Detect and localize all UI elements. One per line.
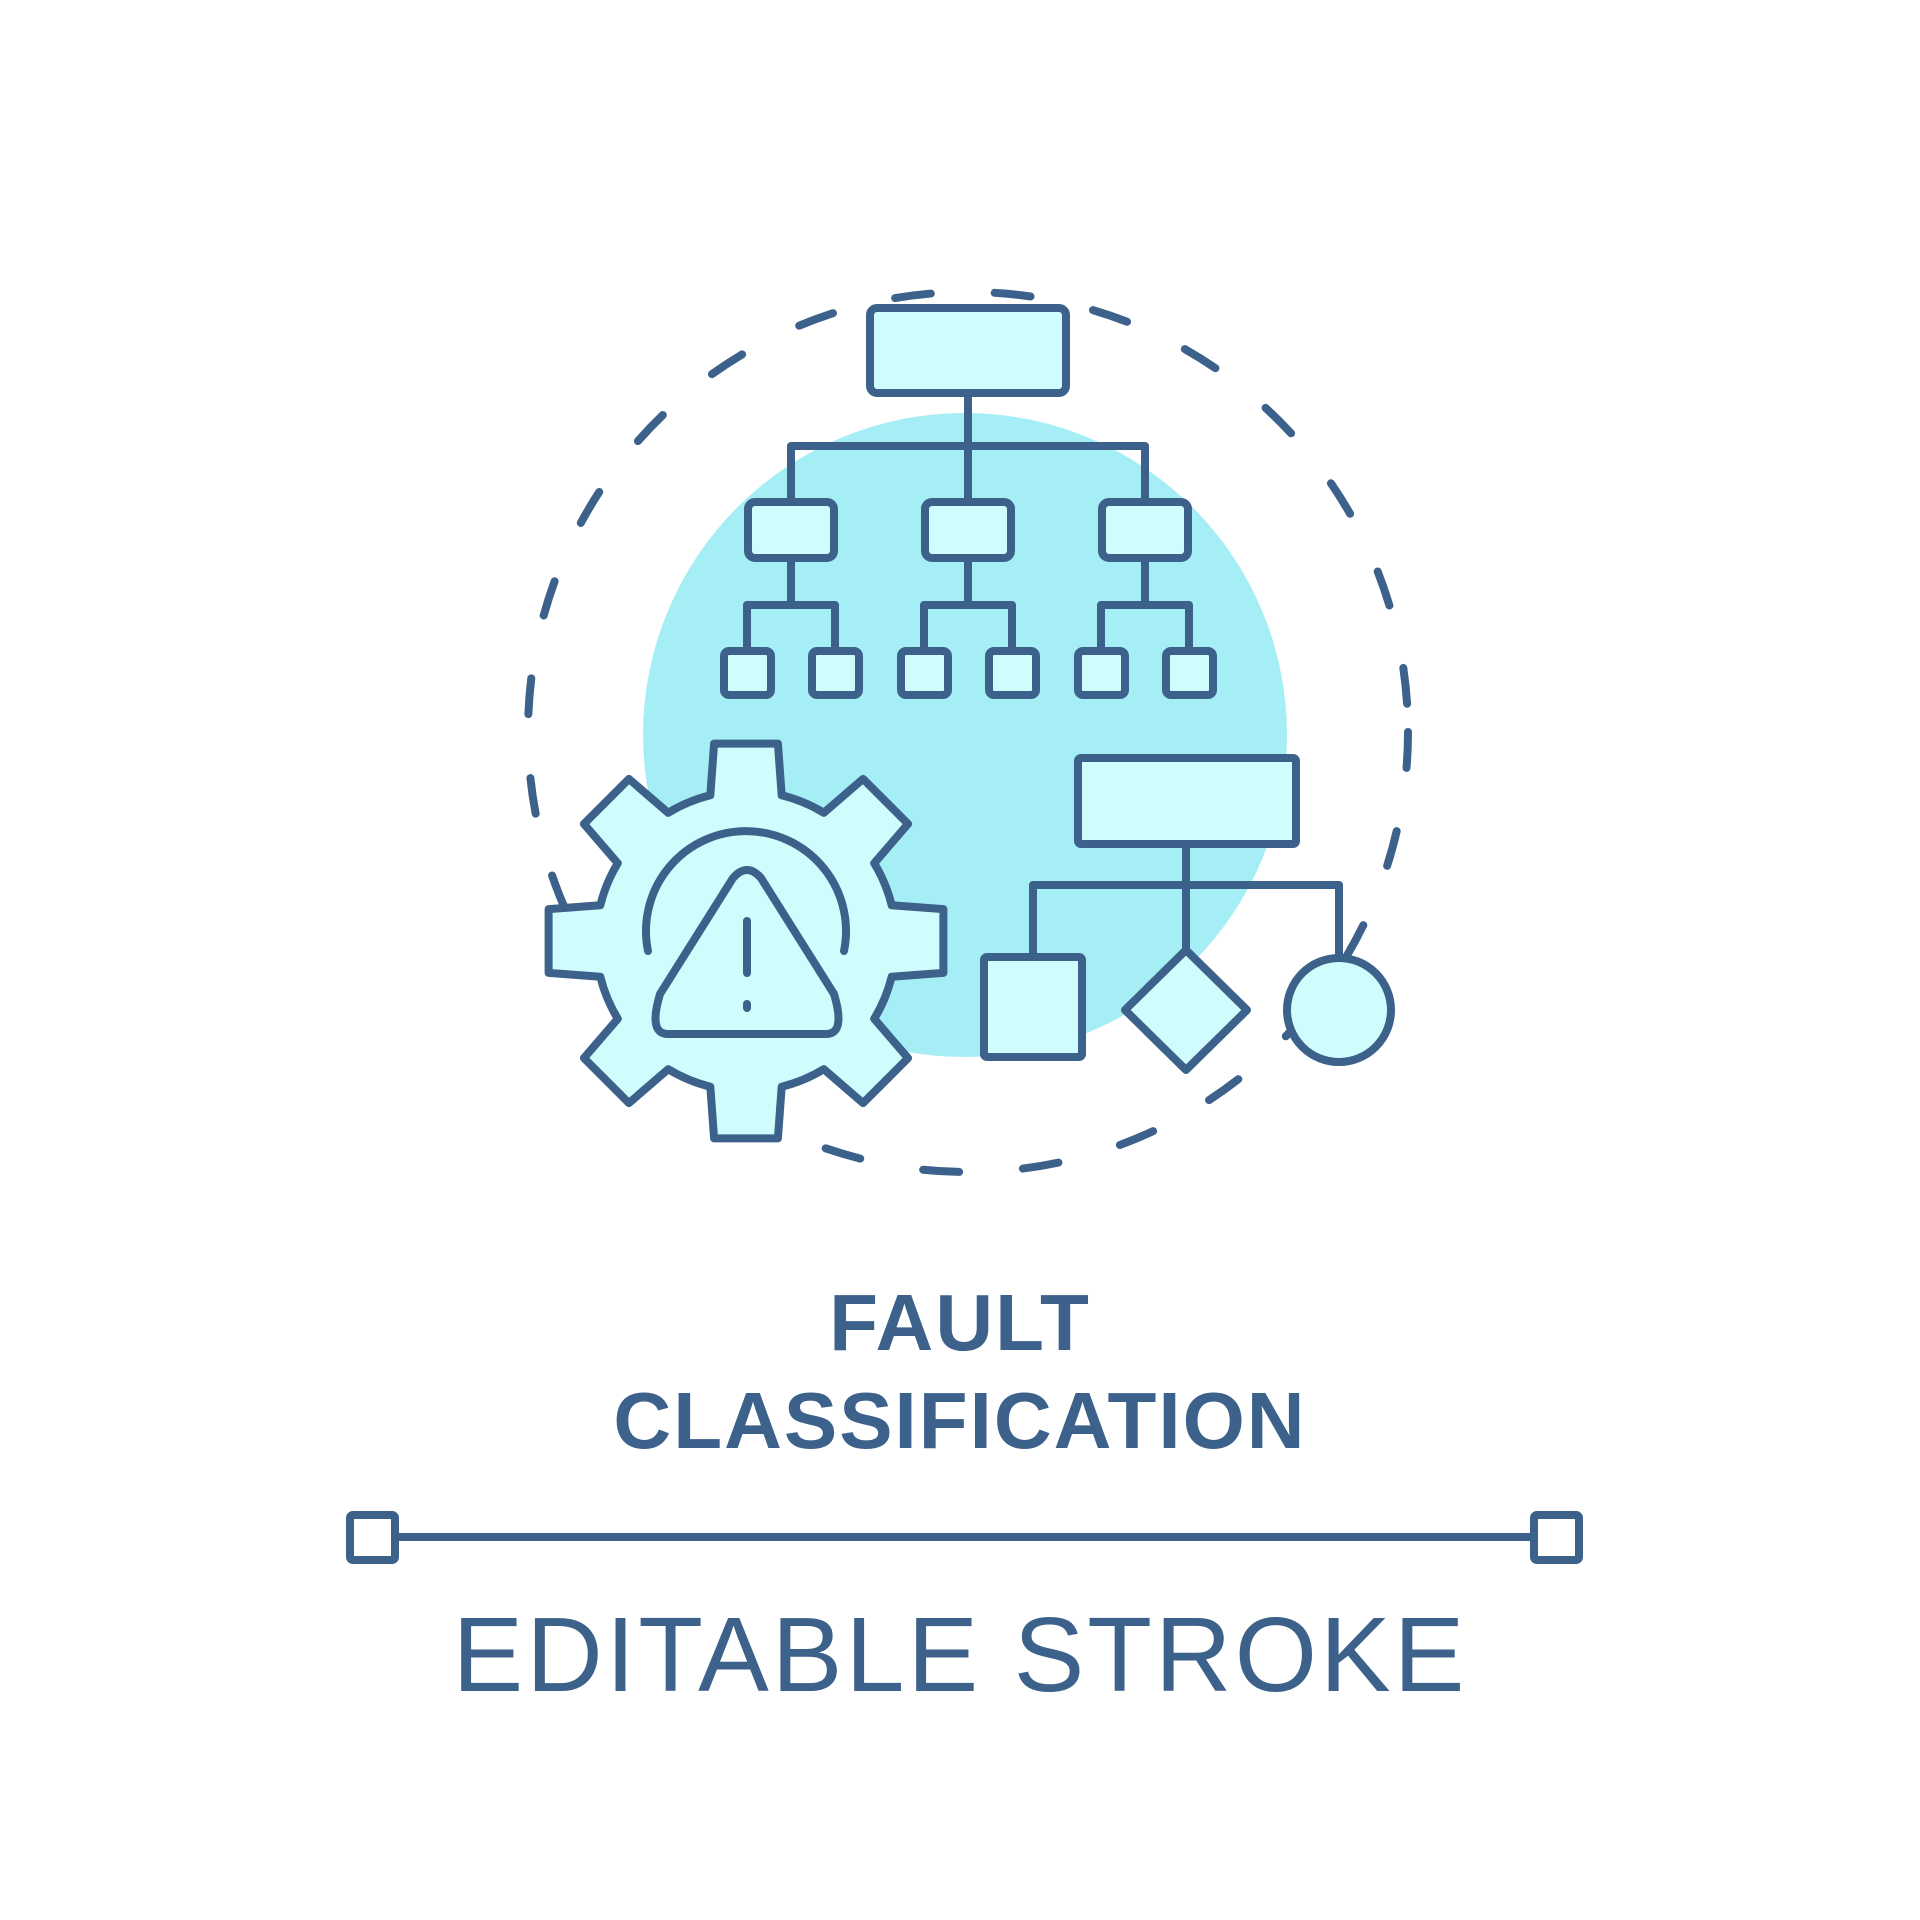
flowchart-icon <box>980 754 1395 1074</box>
dashed-circle-ring <box>524 288 1412 1176</box>
divider-left-handle <box>346 1511 399 1564</box>
hierarchy-tree-icon <box>720 304 1217 699</box>
gauge-arc <box>642 827 850 955</box>
editable-stroke-divider <box>346 1511 1583 1564</box>
editable-stroke-caption: EDITABLE STROKE <box>452 1596 1468 1714</box>
title-line-1: FAULT <box>829 1278 1091 1367</box>
warning-triangle-icon <box>651 866 843 1038</box>
title-line-2: CLASSIFICATION <box>613 1376 1307 1465</box>
divider-right-handle <box>1530 1511 1583 1564</box>
